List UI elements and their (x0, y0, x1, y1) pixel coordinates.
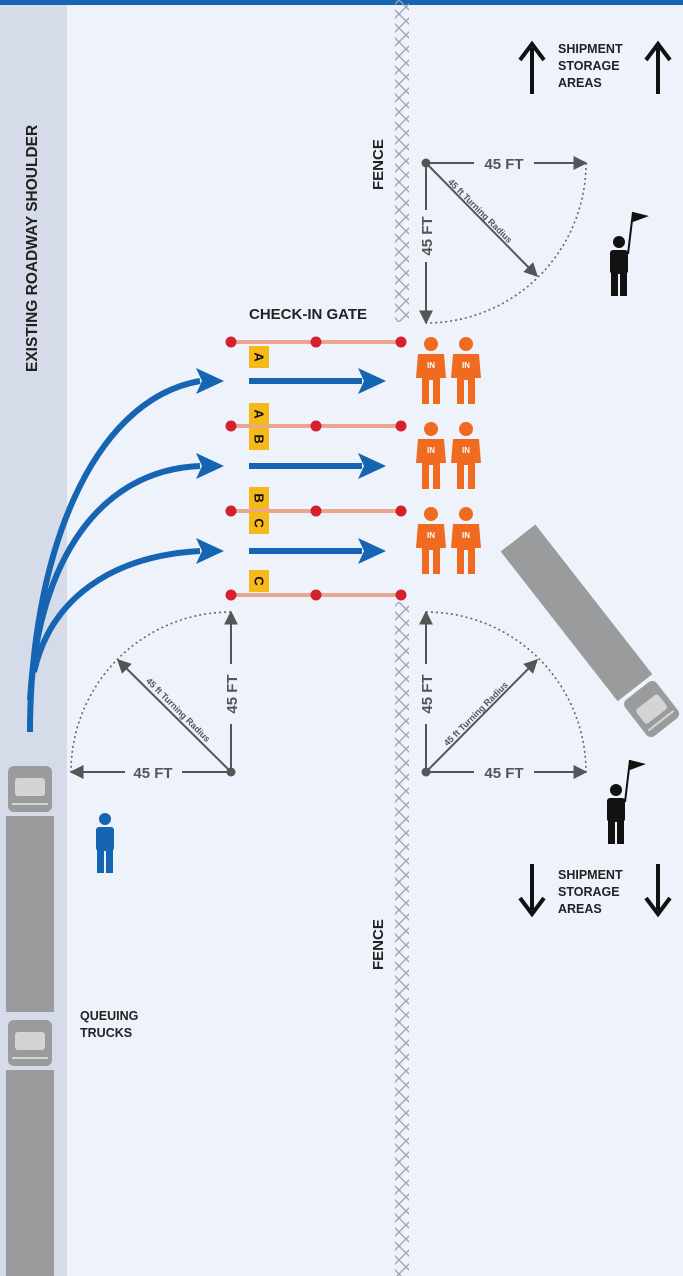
inspector-icon: IN (416, 507, 446, 574)
lane-arrows (249, 368, 386, 564)
storage-label-top-1: SHIPMENT (558, 42, 623, 56)
arrow-head (358, 368, 386, 394)
lane-tag-b-text: B (252, 434, 267, 443)
gate-bar (225, 420, 407, 432)
truck-trailer (6, 1070, 54, 1276)
inspector-icon: IN (451, 422, 481, 489)
dimension-label: 45 FT (224, 674, 241, 713)
inspectors: IN IN IN IN IN IN (416, 337, 481, 574)
arrow-up-icon (644, 40, 672, 94)
flagger-icon (610, 211, 649, 296)
storage-areas-bottom: SHIPMENT STORAGE AREAS (518, 864, 672, 918)
arrow-down-icon (644, 864, 672, 918)
dimension-label: 45 FT (419, 674, 436, 713)
arrow-up-icon (518, 40, 546, 94)
fence-lower (395, 602, 409, 1276)
pivot-point (421, 158, 431, 168)
arrow-head (358, 453, 386, 479)
gate-post (395, 336, 407, 348)
radius-line (117, 659, 232, 773)
lane-tag-c (249, 512, 269, 534)
dimension-label: 45 FT (419, 216, 436, 255)
gate-bar (225, 336, 407, 348)
gate-post (310, 420, 322, 432)
gate-post (395, 505, 407, 517)
queuing-trucks-label-2: TRUCKS (80, 1026, 132, 1040)
gate-post (310, 336, 322, 348)
lane-tag-a (249, 403, 269, 425)
top-bar (0, 0, 683, 5)
arrow-down-icon (518, 864, 546, 918)
gate-bar (225, 589, 407, 601)
storage-label-top-3: AREAS (558, 76, 602, 90)
storage-label-bottom-3: AREAS (558, 902, 602, 916)
flagger-icon (607, 759, 646, 844)
gate-post (225, 589, 237, 601)
storage-areas-top: SHIPMENT STORAGE AREAS (518, 40, 672, 94)
lane-tag-c (249, 570, 269, 592)
gate-post (395, 420, 407, 432)
lane-tag-b-text: B (252, 493, 267, 502)
storage-label-bottom-2: STORAGE (558, 885, 620, 899)
fence-label-bottom: FENCE (370, 919, 387, 970)
arrow-head (196, 538, 224, 564)
gate-post (225, 336, 237, 348)
radius-line (425, 162, 538, 277)
dimension-label: 45 FT (133, 765, 172, 782)
inspector-icon: IN (416, 337, 446, 404)
gate-bar (225, 505, 407, 517)
gate-post (310, 505, 322, 517)
radius-arc (425, 611, 587, 773)
gate-post (395, 589, 407, 601)
truck-icon (6, 1020, 54, 1276)
gate-post (225, 420, 237, 432)
inspector-badge: IN (462, 361, 470, 370)
inspector-badge: IN (462, 446, 470, 455)
inspector-badge: IN (427, 361, 435, 370)
arrow-head (196, 368, 224, 394)
dimension-label: 45 FT (484, 156, 523, 173)
approach-arrow (31, 548, 201, 673)
inspector-badge: IN (427, 446, 435, 455)
inspector-badge: IN (462, 531, 470, 540)
dimension-label: 45 FT (484, 765, 523, 782)
gate-post (310, 589, 322, 601)
queuing-trucks-label-1: QUEUING (80, 1009, 138, 1023)
radius-line (425, 659, 538, 773)
lane-tag-b (249, 428, 269, 450)
approach-arrow (27, 463, 201, 701)
truck-trailer (6, 816, 54, 1012)
arrow-head (196, 453, 224, 479)
lane-tags: A A B B C C (249, 346, 269, 592)
truck-trailer (500, 524, 653, 702)
lane-tag-b (249, 487, 269, 509)
lane-tag-a (249, 346, 269, 368)
roadway-shoulder-label: EXISTING ROADWAY SHOULDER (24, 125, 41, 372)
pivot-point (226, 767, 236, 777)
radius-arc (425, 162, 587, 324)
truck-icon (500, 524, 680, 738)
inspector-badge: IN (427, 531, 435, 540)
truck-icon (6, 766, 54, 1012)
arrow-head (358, 538, 386, 564)
inspector-icon: IN (451, 507, 481, 574)
inspector-icon: IN (416, 422, 446, 489)
inspector-icon: IN (451, 337, 481, 404)
lane-tag-c-text: C (252, 576, 267, 586)
approach-arrows (27, 368, 224, 733)
lane-tag-a-text: A (252, 352, 267, 362)
storage-label-bottom-1: SHIPMENT (558, 868, 623, 882)
gate-bars (225, 336, 407, 601)
lane-tag-a-text: A (252, 409, 267, 419)
gate-post (225, 505, 237, 517)
storage-label-top-2: STORAGE (558, 59, 620, 73)
lane-tag-c-text: C (252, 518, 267, 528)
fence-upper (395, 0, 409, 322)
radius-arc (70, 611, 232, 773)
fence-label-top: FENCE (370, 139, 387, 190)
check-in-gate-label: CHECK-IN GATE (249, 306, 367, 323)
pivot-point (421, 767, 431, 777)
